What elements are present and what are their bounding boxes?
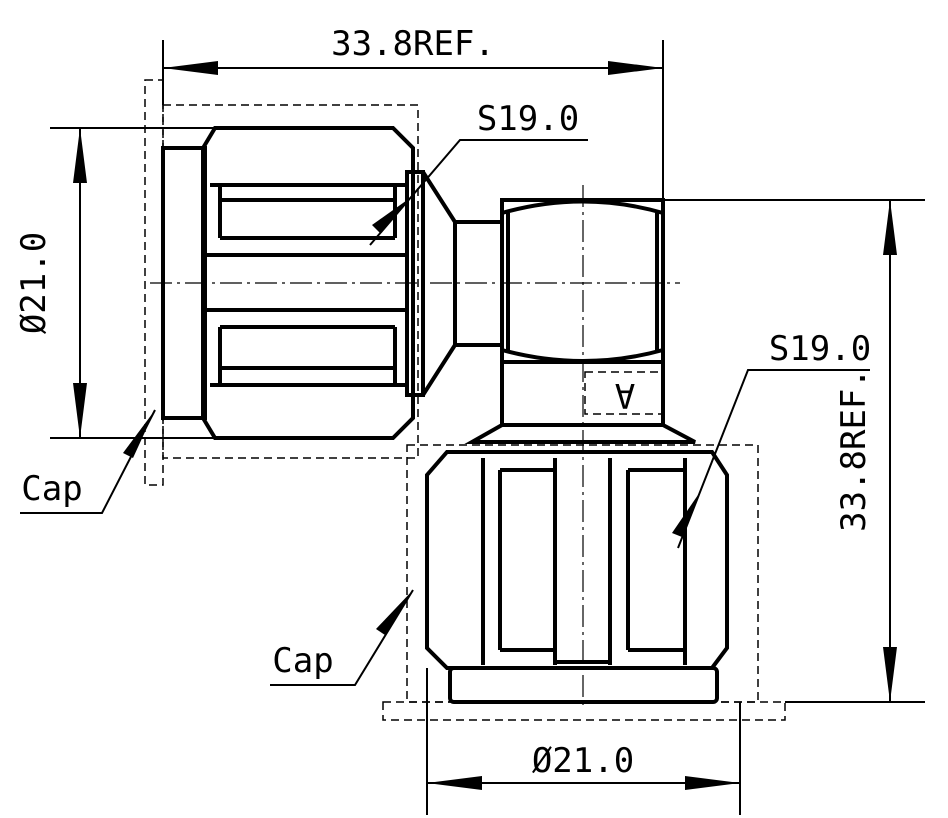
left-cap-outline xyxy=(144,79,164,486)
cap-label-lower: Cap xyxy=(272,641,333,681)
left-connector xyxy=(144,79,680,486)
cap-label-left: Cap xyxy=(21,469,82,509)
dimensions: 33.8REF. Ø21.0 33.8REF. Ø21.0 S19.0 S19.… xyxy=(14,24,925,815)
dim-top-width: 33.8REF. xyxy=(331,24,495,64)
wrench-flat-upper: S19.0 xyxy=(477,99,579,139)
lower-connector xyxy=(382,444,786,721)
dim-left-diameter: Ø21.0 xyxy=(14,232,54,334)
lower-coupling-nut xyxy=(425,450,729,670)
dim-right-height: 33.8REF. xyxy=(834,368,874,532)
view-marker: A xyxy=(615,375,635,415)
body: A xyxy=(464,185,696,705)
left-coupling-nut xyxy=(201,126,415,440)
wrench-flat-lower: S19.0 xyxy=(769,329,871,369)
left-cap-dashed-outline xyxy=(162,104,419,459)
lower-cap-outline xyxy=(382,701,786,721)
dim-bottom-diameter: Ø21.0 xyxy=(532,741,634,781)
